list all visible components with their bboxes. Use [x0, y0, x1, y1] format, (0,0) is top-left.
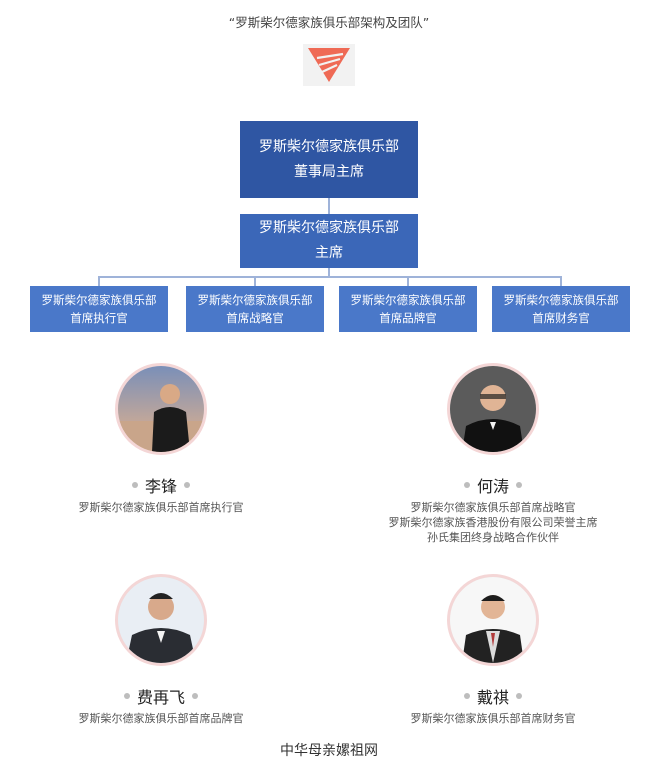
avatar-dai-qi — [447, 574, 539, 666]
person-name-text: 李锋 — [144, 477, 177, 496]
connector-horizontal — [98, 276, 561, 278]
person-name-he-tao: 何涛 — [393, 473, 593, 497]
person-desc-li-feng: 罗斯柴尔德家族俱乐部首席执行官 — [11, 500, 311, 515]
org-box-chairman-board: 罗斯柴尔德家族俱乐部 董事局主席 — [240, 121, 418, 198]
org-box-line: 罗斯柴尔德家族俱乐部 — [503, 293, 619, 307]
org-box-line: 主席 — [315, 245, 343, 261]
org-box-line: 首席战略官 — [226, 311, 284, 325]
person-desc-fei-zaifei: 罗斯柴尔德家族俱乐部首席品牌官 — [11, 711, 311, 726]
connector-branch-4 — [560, 276, 562, 286]
page-title: “罗斯柴尔德家族俱乐部架构及团队” — [228, 15, 430, 30]
avatar-he-tao — [447, 363, 539, 455]
desc-line: 孙氏集团终身战略合作伙伴 — [427, 531, 559, 544]
org-box-ceo: 罗斯柴尔德家族俱乐部 首席执行官 — [30, 286, 168, 332]
person-name-fei-zaifei: 费再飞 — [61, 684, 261, 708]
connector-branch-1 — [98, 276, 100, 286]
org-box-line: 罗斯柴尔德家族俱乐部 — [259, 138, 399, 155]
person-desc-dai-qi: 罗斯柴尔德家族俱乐部首席财务官 — [343, 711, 643, 726]
desc-line: 罗斯柴尔德家族俱乐部首席战略官 — [410, 501, 576, 514]
org-box-line: 罗斯柴尔德家族俱乐部 — [197, 293, 313, 307]
bullet-dot — [123, 693, 130, 699]
person-name-dai-qi: 戴祺 — [393, 684, 593, 708]
org-box-line: 首席品牌官 — [379, 311, 437, 325]
desc-line: 罗斯柴尔德家族俱乐部首席执行官 — [78, 501, 244, 514]
brand-logo-icon — [303, 44, 355, 86]
org-box-line: 罗斯柴尔德家族俱乐部 — [350, 293, 466, 307]
org-box-line: 董事局主席 — [294, 163, 364, 180]
footer-source: 中华母亲嫘祖网 — [280, 743, 378, 759]
person-name-text: 戴祺 — [476, 688, 509, 707]
org-box-cbo: 罗斯柴尔德家族俱乐部 首席品牌官 — [339, 286, 477, 332]
org-box-line: 罗斯柴尔德家族俱乐部 — [41, 293, 157, 307]
person-name-text: 何涛 — [476, 477, 509, 496]
bullet-dot — [192, 693, 198, 699]
desc-line: 罗斯柴尔德家族俱乐部首席财务官 — [410, 712, 576, 725]
avatar-fei-zaifei — [115, 574, 207, 666]
org-box-cfo: 罗斯柴尔德家族俱乐部 首席财务官 — [492, 286, 630, 332]
bullet-dot — [516, 482, 522, 488]
person-name-text: 费再飞 — [136, 688, 185, 707]
person-desc-he-tao: 罗斯柴尔德家族俱乐部首席战略官 罗斯柴尔德家族香港股份有限公司荣誉主席 孙氏集团… — [343, 500, 643, 545]
connector-branch-3 — [407, 276, 409, 286]
avatar-li-feng — [115, 363, 207, 455]
connector-branch-2 — [254, 276, 256, 286]
bullet-dot — [463, 482, 470, 488]
bullet-dot — [184, 482, 190, 488]
desc-line: 罗斯柴尔德家族香港股份有限公司荣誉主席 — [388, 516, 598, 529]
desc-line: 罗斯柴尔德家族俱乐部首席品牌官 — [78, 712, 244, 725]
bullet-dot — [463, 693, 470, 699]
org-box-cso: 罗斯柴尔德家族俱乐部 首席战略官 — [186, 286, 324, 332]
person-name-li-feng: 李锋 — [61, 473, 261, 497]
org-box-chairman: 罗斯柴尔德家族俱乐部 主席 — [240, 214, 418, 268]
connector-mid-down — [328, 268, 330, 276]
bullet-dot — [131, 482, 138, 488]
org-box-line: 首席执行官 — [70, 311, 128, 325]
org-box-line: 首席财务官 — [532, 311, 590, 325]
bullet-dot — [516, 693, 522, 699]
org-box-line: 罗斯柴尔德家族俱乐部 — [259, 220, 399, 236]
connector-top-mid — [328, 198, 330, 214]
